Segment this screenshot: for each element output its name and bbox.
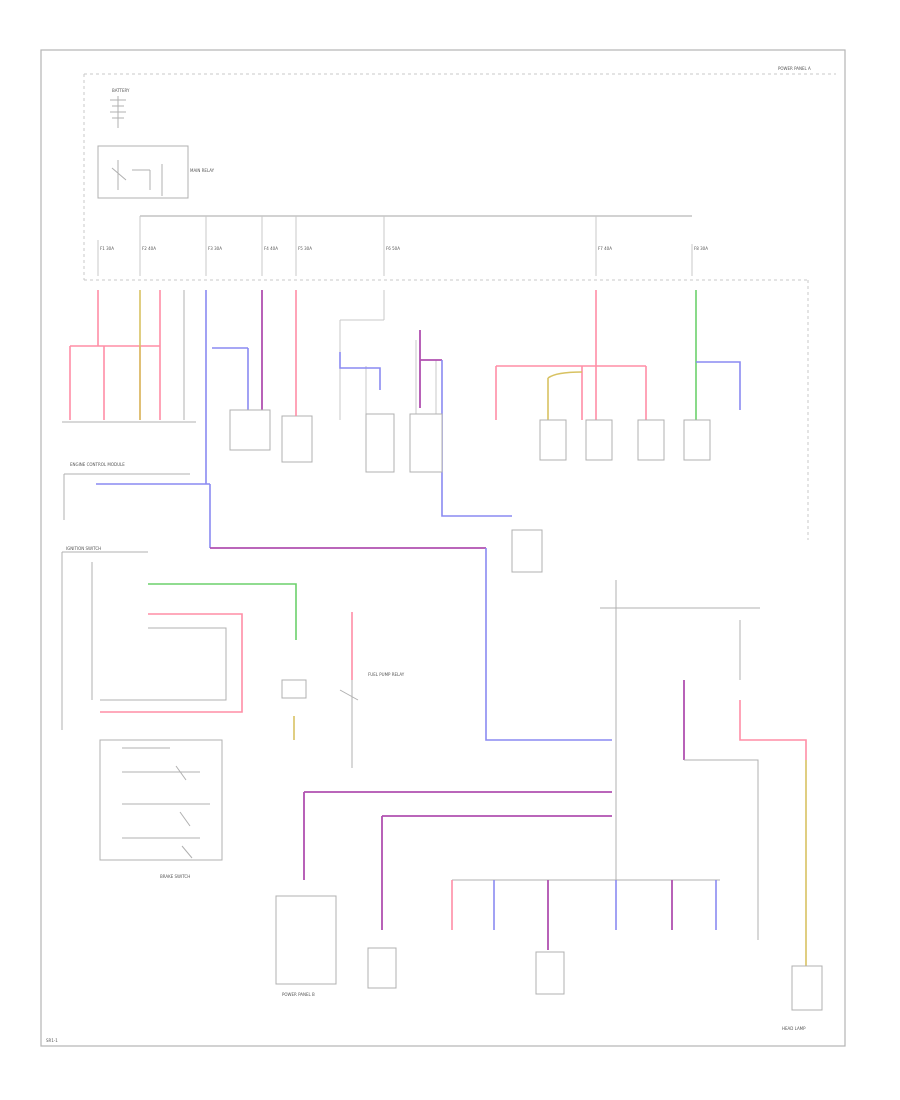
diagram-frame	[40, 49, 846, 1047]
violet-feed-2	[381, 815, 612, 930]
svg-text:BRAKE SWITCH: BRAKE SWITCH	[160, 874, 190, 879]
lower-right-bus	[600, 580, 760, 880]
component-box-d	[791, 965, 823, 1011]
relay-box-4	[409, 413, 443, 473]
middle-blue-2	[441, 360, 512, 517]
ignition-green-wire	[148, 583, 297, 640]
middle-blue-1	[339, 352, 381, 390]
svg-text:MAIN RELAY: MAIN RELAY	[190, 168, 215, 173]
left-red-wires	[69, 290, 161, 420]
left-ground-line	[62, 290, 196, 423]
svg-text:ENGINE CONTROL MODULE: ENGINE CONTROL MODULE	[70, 462, 125, 467]
battery-symbol: BATTERY	[110, 88, 130, 128]
brake-switch-block: BRAKE SWITCH	[99, 739, 223, 879]
right-tan	[547, 371, 583, 420]
engine-control-module: ENGINE CONTROL MODULE	[63, 462, 190, 520]
footer-left-label: SR1-1	[46, 1038, 58, 1043]
svg-text:FUEL PUMP RELAY: FUEL PUMP RELAY	[368, 672, 405, 677]
component-box-c	[535, 951, 565, 995]
component-box-b	[367, 947, 397, 989]
ignition-pink-wire	[100, 613, 243, 713]
main-relay: MAIN RELAY	[97, 145, 215, 199]
violet-main-wire	[210, 290, 486, 549]
fuse-6-label: F6 50A	[386, 246, 400, 251]
fuel-relay-box	[281, 679, 307, 699]
right-blue	[696, 361, 741, 410]
fuel-pump-relay: FUEL PUMP RELAY	[339, 646, 405, 768]
relay-box-1	[229, 409, 271, 451]
svg-text:BATTERY: BATTERY	[112, 88, 130, 93]
right-pink-feed	[495, 290, 647, 420]
violet-main-wire-2	[485, 548, 612, 741]
top-right-label: POWER PANEL A	[778, 66, 811, 71]
fuse-7-label: F7 40A	[598, 246, 612, 251]
lower-right-pink	[739, 700, 807, 760]
ignition-gray-wire	[100, 627, 227, 701]
relay-box-5	[539, 419, 567, 461]
middle-violet	[419, 330, 442, 408]
fuse-8-label: F8 30A	[694, 246, 708, 251]
bus-drops	[97, 216, 693, 276]
power-panel-boundary	[83, 73, 836, 540]
footer-center-label: POWER PANEL B	[282, 992, 315, 997]
fuse-3-label: F3 30A	[208, 246, 222, 251]
middle-relay-wires	[339, 290, 437, 420]
fuse-2-label: F2 40A	[142, 246, 156, 251]
ignition-switch-block: IGNITION SWITCH	[61, 546, 148, 730]
footer-right-label: HEAD LAMP	[782, 1026, 806, 1031]
relay-box-8	[683, 419, 711, 461]
relay-box-2	[281, 415, 313, 463]
relay-box-6	[585, 419, 613, 461]
violet-feed-1	[303, 791, 612, 880]
relay-box-3	[365, 413, 395, 473]
fuse-1-label: F1 30A	[100, 246, 114, 251]
relay-box-7	[637, 419, 665, 461]
fuse-5-label: F5 30A	[298, 246, 312, 251]
component-box-a	[275, 895, 337, 985]
blue-main-wire	[205, 290, 249, 548]
svg-text:IGNITION SWITCH: IGNITION SWITCH	[66, 546, 101, 551]
fuse-4-label: F4 40A	[264, 246, 278, 251]
relay-box-9	[511, 529, 543, 573]
lower-right-gray	[684, 759, 759, 940]
